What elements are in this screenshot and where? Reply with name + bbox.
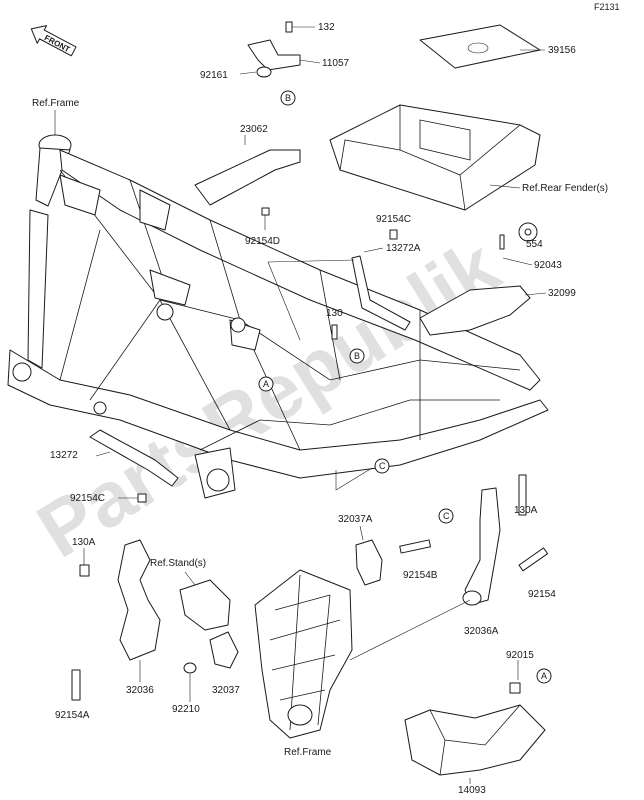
label-132: 132 [318, 22, 335, 33]
label-92210: 92210 [172, 704, 200, 715]
label-11057: 11057 [322, 58, 350, 69]
label-32036a: 32036A [464, 626, 499, 637]
label-92154c-top: 92154C [376, 214, 411, 225]
bracket-32036 [117, 539, 161, 661]
label-130a-left: 130A [72, 537, 96, 548]
callout-b-frame [349, 348, 365, 364]
ref-stand: Ref.Stand(s) [150, 558, 206, 569]
label-92154b: 92154B [403, 570, 438, 581]
stay-13272a [351, 255, 411, 331]
ref-frame-bottom: Ref.Frame [284, 747, 332, 758]
label-13272a: 13272A [386, 243, 421, 254]
bracket-32099 [419, 285, 531, 336]
label-92154: 92154 [528, 589, 556, 600]
label-32037: 32037 [212, 685, 240, 696]
label-92154c-left: 92154C [70, 493, 105, 504]
svg-text:C: C [379, 461, 386, 471]
stay-13272 [89, 429, 179, 487]
battery-case [329, 104, 541, 211]
label-92015: 92015 [506, 650, 534, 661]
callout-a-guard [536, 668, 552, 684]
label-130a-right: 130A [514, 505, 538, 516]
label-39156: 39156 [548, 45, 576, 56]
label-554: 554 [526, 239, 543, 250]
diagram-code: F2131 [594, 2, 620, 12]
stand-plate [179, 579, 231, 631]
ref-frame-top: Ref.Frame [32, 98, 80, 109]
bracket-32037 [209, 631, 239, 669]
front-arrow-icon: FRONT [30, 25, 77, 57]
gear-icon [518, 222, 538, 242]
label-92043: 92043 [534, 260, 562, 271]
label-23062: 23062 [240, 124, 268, 135]
svg-text:C: C [443, 511, 450, 521]
bracket-32036a [464, 487, 501, 606]
lower-cradle [254, 569, 353, 739]
label-13272: 13272 [50, 450, 78, 461]
skid-plate-14093 [404, 704, 546, 776]
svg-text:B: B [354, 351, 360, 361]
svg-text:A: A [541, 671, 547, 681]
label-130: 130 [326, 308, 343, 319]
callout-b-top [280, 90, 296, 106]
svg-text:B: B [285, 93, 291, 103]
callout-a-frame [258, 376, 274, 392]
label-92161: 92161 [200, 70, 228, 81]
bracket-32037a [355, 539, 383, 586]
callout-c-bracket [438, 508, 454, 524]
mat-39156 [419, 24, 541, 69]
svg-text:A: A [263, 379, 269, 389]
bracket-11057 [247, 21, 301, 78]
callout-c-frame [374, 458, 390, 474]
label-32036: 32036 [126, 685, 154, 696]
label-14093: 14093 [458, 785, 486, 796]
main-frame [7, 134, 549, 499]
label-92154a: 92154A [55, 710, 90, 721]
ref-rear-fender: Ref.Rear Fender(s) [522, 183, 608, 194]
label-32099: 32099 [548, 288, 576, 299]
label-92154d: 92154D [245, 236, 280, 247]
bracket-23062 [194, 149, 301, 206]
label-32037a: 32037A [338, 514, 373, 525]
